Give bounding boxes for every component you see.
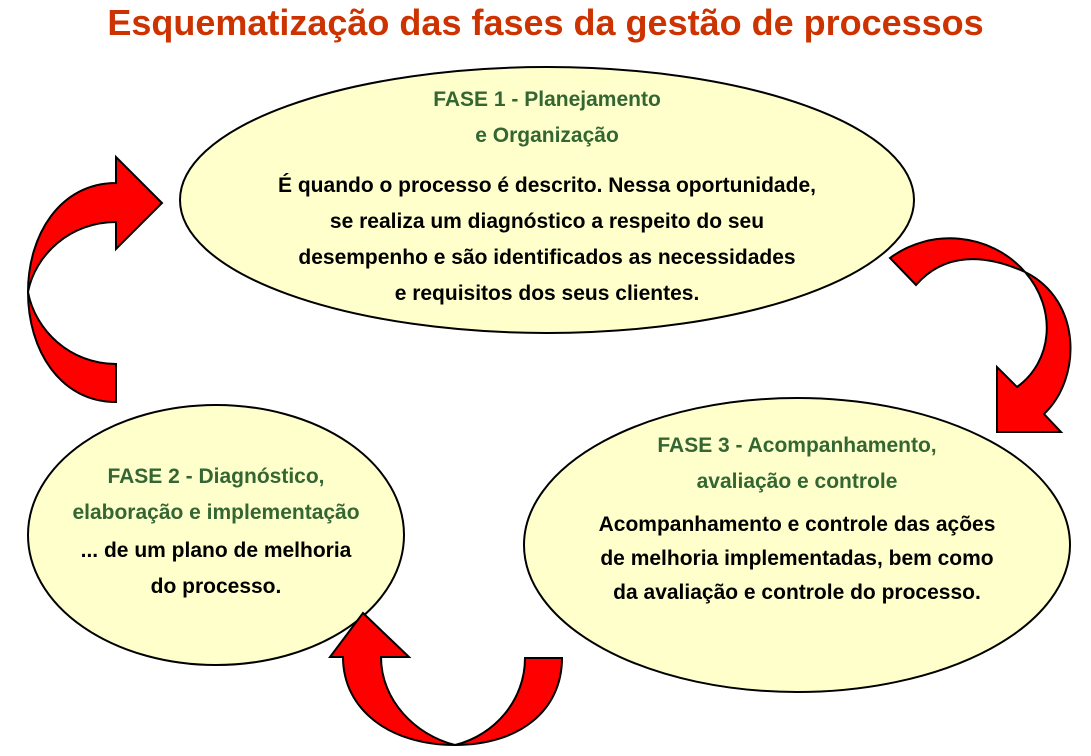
- phase1-body-line: se realiza um diagnóstico a respeito do …: [329, 210, 765, 233]
- phase3-heading-line: avaliação e controle: [696, 470, 898, 493]
- phase3-heading-line: FASE 3 - Acompanhamento,: [657, 434, 937, 457]
- phase1-heading-line: e Organização: [475, 124, 619, 147]
- phase3-ellipse: [523, 397, 1071, 693]
- curved-arrow-left-icon: [26, 154, 164, 404]
- curved-arrow-bottom-icon: [328, 611, 564, 747]
- phase1-body-line: É quando o processo é descrito. Nessa op…: [278, 174, 816, 197]
- phase2-heading-line: FASE 2 - Diagnóstico,: [107, 465, 325, 488]
- phase3-body-line: da avaliação e controle do processo.: [613, 581, 981, 604]
- diagram-title: Esquematização das fases da gestão de pr…: [107, 2, 984, 43]
- phase2-ellipse: [27, 404, 405, 666]
- phase1-heading-line: FASE 1 - Planejamento: [433, 88, 661, 111]
- curved-arrow-right-icon: [888, 237, 1072, 433]
- phase1-body-line: desempenho e são identificados as necess…: [298, 246, 796, 269]
- phase3-body-line: Acompanhamento e controle das ações: [598, 513, 996, 536]
- phase1-text: FASE 1 - Planejamento e Organização É qu…: [200, 82, 894, 312]
- phase1-ellipse: [179, 66, 915, 334]
- phase2-text: FASE 2 - Diagnóstico, elaboração e imple…: [30, 459, 402, 605]
- phase2-heading-line: elaboração e implementação: [72, 501, 360, 524]
- phase3-text: FASE 3 - Acompanhamento, avaliação e con…: [530, 428, 1064, 610]
- phase1-body-line: e requisitos dos seus clientes.: [394, 282, 700, 305]
- phase2-body-line: ... de um plano de melhoria: [80, 539, 352, 562]
- phase2-body-line: do processo.: [150, 575, 282, 598]
- phase3-body-line: de melhoria implementadas, bem como: [600, 547, 994, 570]
